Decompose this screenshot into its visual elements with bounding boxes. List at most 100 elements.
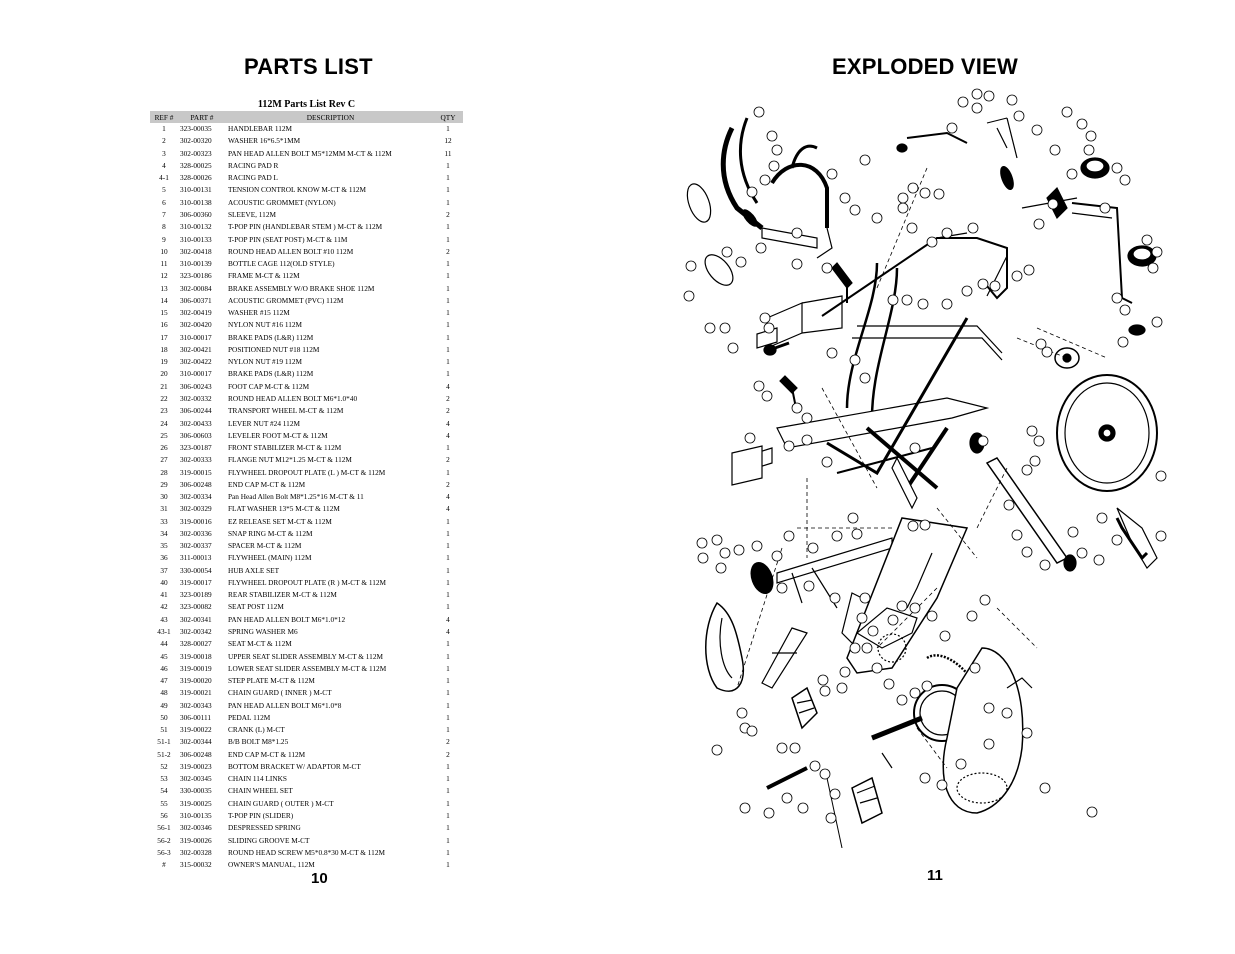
description-cell: SPRING WASHER M6 (228, 627, 298, 637)
description-cell: T-POP PIN (HANDLEBAR STEM ) M-CT & 112M (228, 222, 383, 232)
description-cell: POSITIONED NUT #18 112M (228, 344, 320, 354)
description-cell: SEAT M-CT & 112M (228, 639, 292, 649)
part-number-cell: 310-00132 (180, 222, 212, 232)
part-number-cell: 302-00341 (180, 614, 212, 624)
description-cell: CHAIN WHEEL SET (228, 786, 293, 796)
description-cell: PAN HEAD ALLEN BOLT M6*1.0*12 (228, 614, 346, 624)
ref-cell: 47 (160, 676, 168, 686)
qty-cell: 1 (446, 602, 450, 612)
qty-cell: 1 (446, 860, 450, 870)
part-number-cell: 302-00422 (180, 357, 212, 367)
description-cell: REAR STABILIZER M-CT & 112M (228, 590, 337, 600)
description-cell: HANDLEBAR 112M (228, 124, 292, 134)
qty-cell: 1 (446, 160, 450, 170)
ref-cell: 51-1 (157, 737, 171, 747)
ref-cell: 29 (160, 479, 168, 489)
ref-cell: 46 (160, 663, 168, 673)
qty-cell: 1 (446, 651, 450, 661)
qty-cell: 2 (446, 393, 450, 403)
description-cell: END CAP M-CT & 112M (228, 479, 306, 489)
qty-cell: 1 (446, 516, 450, 526)
description-cell: LEVELER FOOT M-CT & 112M (228, 430, 328, 440)
col-header-description: DESCRIPTION (224, 111, 433, 123)
part-number-cell: 328-00027 (180, 639, 212, 649)
part-number-cell: 306-00360 (180, 209, 212, 219)
rear-stabilizer-drawing (731, 432, 1077, 572)
description-cell: FLANGE NUT M12*1.25 M-CT & 112M (228, 455, 352, 465)
table-title: 112M Parts List Rev C (257, 99, 356, 110)
part-number-cell: 302-00420 (180, 320, 212, 330)
part-number-cell: 302-00332 (180, 393, 212, 403)
qty-cell: 1 (446, 124, 450, 134)
part-number-cell: 302-00336 (180, 528, 212, 538)
description-cell: END CAP M-CT & 112M (228, 749, 306, 759)
qty-cell: 1 (446, 234, 450, 244)
ref-cell: 26 (160, 443, 168, 453)
part-number-cell: 310-00133 (180, 234, 212, 244)
ref-cell: 53 (160, 774, 168, 784)
ref-cell: 52 (160, 761, 168, 771)
part-number-cell: 302-00418 (180, 246, 212, 256)
part-number-cell: 302-00333 (180, 455, 212, 465)
part-number-cell: 302-00344 (180, 737, 212, 747)
part-number-cell: 302-00342 (180, 627, 212, 637)
qty-cell: 1 (446, 443, 450, 453)
part-number-cell: 306-00371 (180, 295, 212, 305)
ref-cell: 40 (160, 577, 168, 587)
ref-cell: 22 (160, 393, 168, 403)
qty-cell: 2 (446, 737, 450, 747)
parts-list-page: PARTS LIST 112M Parts List Rev C REF # P… (0, 0, 617, 954)
description-cell: ROUND HEAD SCREW M5*0.8*30 M-CT & 112M (228, 847, 385, 857)
qty-cell: 1 (446, 663, 450, 673)
qty-cell: 1 (446, 369, 450, 379)
ref-cell: 16 (160, 320, 168, 330)
qty-cell: 1 (446, 786, 450, 796)
part-number-cell: 330-00054 (180, 565, 212, 575)
flywheel-drawing (1054, 347, 1158, 569)
description-cell: B/B BOLT M8*1.25 (228, 737, 289, 747)
qty-cell: 2 (446, 749, 450, 759)
ref-cell: 21 (160, 381, 168, 391)
qty-cell: 1 (446, 332, 450, 342)
part-number-cell: 302-00346 (180, 823, 212, 833)
qty-cell: 4 (446, 614, 450, 624)
ref-cell: 28 (160, 467, 168, 477)
ref-cell: 11 (160, 259, 168, 269)
part-number-cell: 310-00017 (180, 332, 212, 342)
part-number-cell: 328-00025 (180, 160, 212, 170)
description-cell: SLEEVE, 112M (228, 209, 276, 219)
part-number-cell: 302-00320 (180, 136, 212, 146)
part-number-cell: 319-00015 (180, 467, 212, 477)
qty-cell: 1 (446, 688, 450, 698)
description-cell: PAN HEAD ALLEN BOLT M5*12MM M-CT & 112M (228, 148, 392, 158)
description-cell: PEDAL 112M (228, 712, 271, 722)
ref-cell: 56-3 (157, 847, 171, 857)
description-cell: FLYWHEEL (MAIN) 112M (228, 553, 312, 563)
exploded-bike-diagram (683, 88, 1167, 848)
description-cell: STEP PLATE M-CT & 112M (228, 676, 315, 686)
ref-cell: 56 (160, 811, 168, 820)
description-cell: Pan Head Allen Bolt M8*1.25*16 M-CT & 11 (228, 492, 364, 502)
description-cell: SPACER M-CT & 112M (228, 541, 302, 551)
description-cell: FOOT CAP M-CT & 112M (228, 381, 310, 391)
